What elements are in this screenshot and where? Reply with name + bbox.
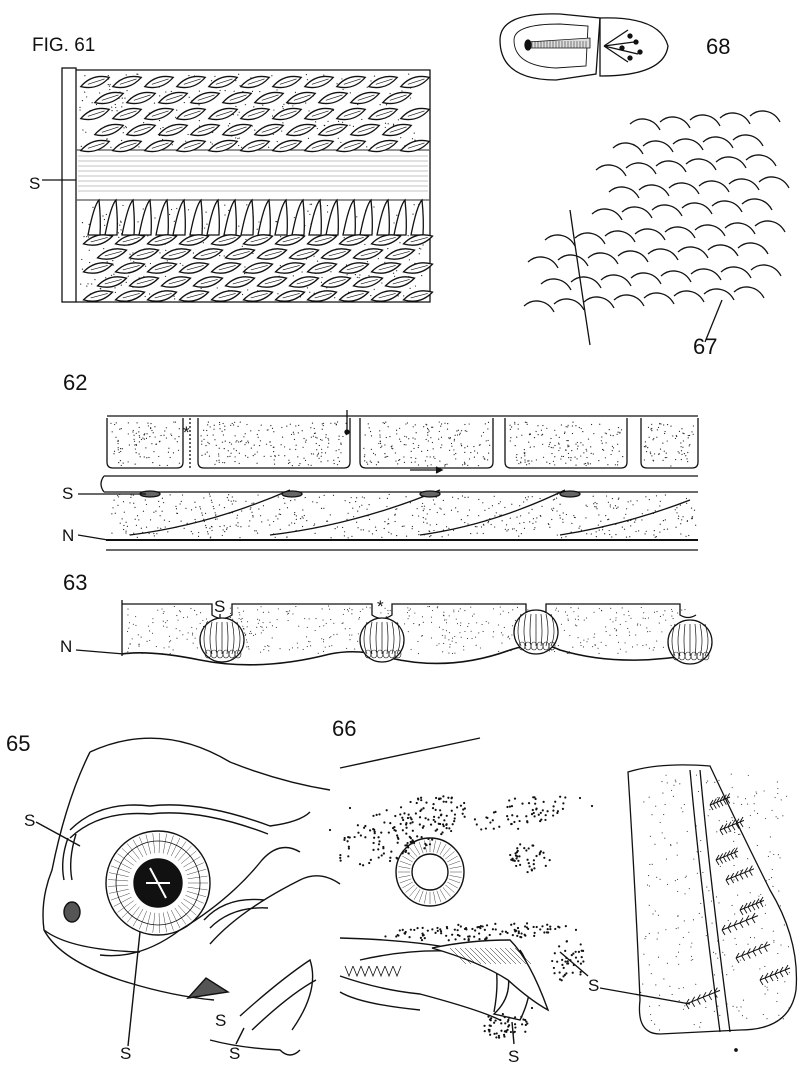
fig-68-single-scale [500,14,668,80]
fig-62-label-n: N [62,527,74,544]
fig-63-marker: * [377,598,384,615]
fig-number-62: 62 [63,372,87,394]
fig-number-65: 66 [332,718,356,740]
fig-66-scale-with-organs [600,765,796,1051]
fig-64-label-s4: S [229,1045,240,1062]
plate-title: FIG. 61 [32,36,95,55]
fig-number-64: 65 [6,733,30,755]
fig-64-label-s3: S [120,1045,131,1062]
fig-64-label-s2: S [215,1012,226,1029]
fig-64-fish-head [36,738,340,1055]
fig-63-label-n: N [60,638,72,655]
fig-63-label-s: S [214,598,225,615]
fig-65-label-s1: S [588,977,599,994]
fig-65-label-s2: S [508,1048,519,1065]
fig-64-label-s1: S [24,812,35,829]
fig-number-63: 63 [63,572,87,594]
fig-62-lateral-line-section [78,410,698,550]
fig-62-label-s: S [62,485,73,502]
fig-61-scale-rows [42,68,434,304]
fig-63-sense-organs [76,600,712,665]
fig-65-fish-head-dotted [329,738,593,1044]
fig-67-cycloid-scales [524,111,789,345]
fig-61-label-s: S [29,175,40,192]
fig-62-marker: * [183,424,190,441]
fig-number-68: 68 [706,36,730,58]
fig-number-67: 67 [693,336,717,358]
